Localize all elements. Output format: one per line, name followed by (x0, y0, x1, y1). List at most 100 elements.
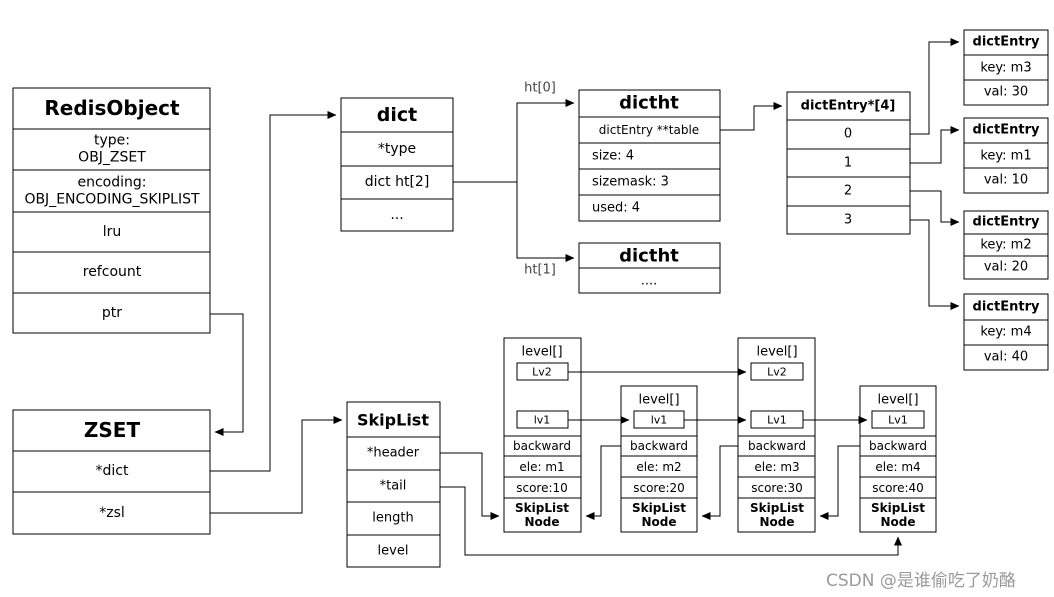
dictentry-m1-val: val: 10 (984, 173, 1028, 188)
dictentry-m3-val: val: 30 (984, 85, 1028, 100)
backward-arrow-1 (585, 445, 621, 520)
ptr-arrow (210, 313, 244, 436)
zsl-pointer-arrow (210, 416, 343, 514)
dictht1-more: .... (641, 274, 658, 289)
watermark: CSDN @是谁偷吃了奶酪 (826, 571, 1016, 591)
ht1-label: ht[1] (524, 263, 556, 278)
dictht0-table: dictEntry **table (599, 123, 699, 137)
dict-type: *type (378, 141, 416, 157)
dictentry-m4-val: val: 40 (984, 350, 1028, 365)
node-m1-score: score:10 (516, 481, 568, 495)
dictht0-size: size: 4 (592, 149, 634, 164)
node-m2-backward: backward (630, 439, 688, 453)
zset-zsl: *zsl (99, 505, 125, 521)
backward-arrow-2 (701, 445, 738, 520)
dictentry-m4-key: key: m4 (980, 325, 1031, 340)
dict-ht: dict ht[2] (365, 174, 430, 190)
dictentry-m2-box (963, 210, 1049, 280)
dictentry-m4-title: dictEntry (973, 300, 1040, 315)
entry-slot-0: 0 (844, 127, 852, 142)
redisobject-encoding: encoding:OBJ_ENCODING_SKIPLIST (24, 175, 200, 208)
skiplist-tail: *tail (380, 479, 407, 494)
node-m4-backward: backward (869, 439, 927, 453)
dictentry-m3-title: dictEntry (973, 35, 1040, 50)
node-m4-level-title: level[] (877, 393, 918, 408)
node-m3-score: score:30 (751, 481, 803, 495)
skiplist-level: level (378, 544, 409, 559)
redisobject-ptr: ptr (102, 305, 122, 321)
dict-pointer-arrow (210, 111, 337, 472)
node-m3-ele: ele: m3 (754, 460, 799, 474)
slot2-arrow (910, 190, 960, 226)
redisobject-lru: lru (103, 224, 122, 240)
ht0-label: ht[0] (524, 81, 556, 96)
dictht0-sizemask: sizemask: 3 (592, 175, 669, 190)
tail-arrow (440, 486, 902, 556)
entry-slot-3: 3 (844, 213, 852, 228)
zset-box (12, 409, 211, 535)
dictentry-m2-key: key: m2 (980, 238, 1031, 253)
node-m1-level-lv2: Lv2 (532, 366, 552, 379)
skiplist-node-m2-box (620, 385, 698, 533)
node-m1-level-lv1: lv1 (534, 414, 551, 427)
node-m1-ele: ele: m1 (519, 460, 564, 474)
skiplist-length: length (372, 511, 413, 526)
dictht0-title: dictht (619, 93, 679, 114)
dictentry-m4-box (963, 293, 1049, 371)
node-m2-score: score:20 (633, 481, 685, 495)
dictentry-m3-box (963, 29, 1049, 106)
dict-title: dict (377, 104, 417, 126)
backward-arrow-3 (819, 445, 860, 520)
entry-array-title: dictEntry*[4] (801, 99, 896, 114)
node-m4-score: score:40 (872, 481, 924, 495)
dictentry-m2-title: dictEntry (973, 215, 1040, 230)
dictentry-m2-val: val: 20 (984, 260, 1028, 275)
dictentry-m3-key: key: m3 (980, 61, 1031, 76)
skiplist-node-m1-box (503, 337, 582, 533)
skiplist-header: *header (367, 446, 420, 461)
redisobject-box (12, 87, 211, 334)
dictentry-m1-key: key: m1 (980, 149, 1031, 164)
node-m2-level-lv1: lv1 (651, 414, 668, 427)
node-m4-level-lv1: Lv1 (888, 414, 908, 427)
skiplist-node-m3-box (737, 337, 816, 533)
slot1-arrow (910, 126, 960, 164)
node-m3-level-title: level[] (756, 345, 797, 360)
entry-slot-1: 1 (844, 156, 852, 171)
node-m3-level-lv2: Lv2 (767, 366, 787, 379)
slot3-arrow (910, 219, 960, 310)
header-arrow (440, 452, 500, 520)
zset-dict: *dict (96, 463, 129, 479)
zset-title: ZSET (84, 418, 141, 442)
dictentry-m1-box (963, 117, 1049, 194)
node-m2-level-title: level[] (638, 393, 679, 408)
node-m1-backward: backward (513, 439, 571, 453)
node-m3-level-lv1: Lv1 (767, 414, 787, 427)
ht1-arrow (516, 182, 575, 262)
node-m1-level-title: level[] (521, 345, 562, 360)
dict-more: ... (390, 207, 403, 223)
skiplist-node-m4-box (859, 385, 937, 533)
skiplist-box (346, 401, 441, 568)
dictentry-m1-title: dictEntry (973, 123, 1040, 138)
redisobject-refcount: refcount (83, 264, 142, 280)
ht0-arrow (516, 99, 575, 182)
node-m2-ele: ele: m2 (636, 460, 681, 474)
node-m4-ele: ele: m4 (875, 460, 920, 474)
redisobject-title: RedisObject (44, 96, 180, 120)
slot0-arrow (910, 38, 960, 135)
redisobject-type: type:OBJ_ZSET (78, 133, 146, 166)
node-m3-backward: backward (748, 439, 806, 453)
dictht0-used: used: 4 (592, 201, 640, 216)
table-arrow (720, 102, 783, 131)
skiplist-title: SkipList (357, 411, 429, 430)
entry-slot-2: 2 (844, 184, 852, 199)
dictht1-title: dictht (619, 246, 679, 267)
dictht0-box (578, 89, 721, 222)
dict-box (340, 97, 454, 232)
